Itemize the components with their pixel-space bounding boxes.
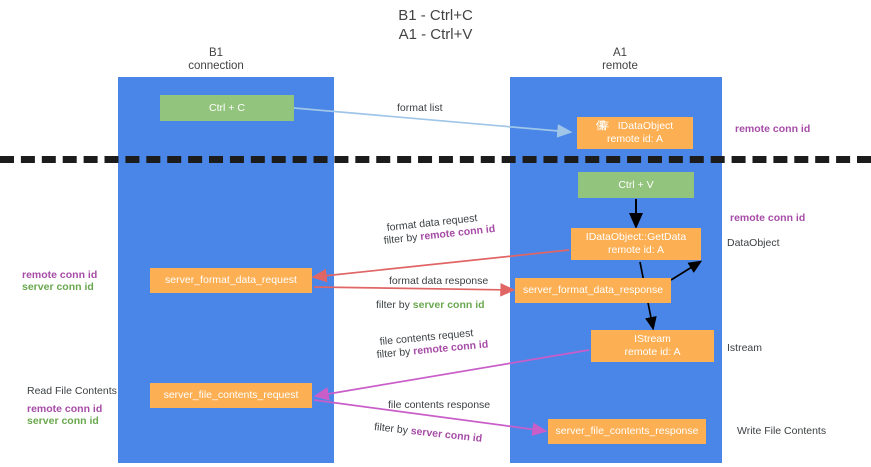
arrow-format-list	[293, 107, 573, 138]
annotation-left-server-conn-id-2: server conn id	[27, 415, 99, 427]
annotation-left-server-conn-id: server conn id	[22, 281, 94, 293]
node-ctrl-c-label: Ctrl + C	[209, 101, 245, 114]
annotation-read-file-contents: Read File Contents	[27, 385, 117, 397]
column-header-b1-name: B1	[208, 47, 224, 59]
node-idataobject-getdata[interactable]: IDataObject::GetData remote id: A	[571, 228, 701, 260]
node-server-file-contents-response[interactable]: server_file_contents_response	[548, 419, 706, 444]
annotation-write-file-contents: Write File Contents	[737, 425, 827, 437]
filter-prefix: filter by	[383, 231, 421, 247]
annotation-dataobject: DataObject	[727, 237, 780, 249]
annotation-remote-conn-id-top: remote conn id	[735, 123, 811, 135]
node-istream-sub: remote id: A	[624, 346, 681, 358]
node-istream[interactable]: IStream remote id: A	[591, 330, 714, 362]
node-idataobject-name: IDataObject	[617, 120, 674, 132]
page-title-line-1: B1 - Ctrl+C	[398, 7, 473, 24]
node-server-format-data-response-label: server_format_data_response	[522, 284, 664, 296]
page-title: B1 - Ctrl+C A1 - Ctrl+V	[0, 6, 871, 44]
page-title-line-2: A1 - Ctrl+V	[398, 26, 473, 43]
node-server-format-data-request-label: server_format_data_request	[165, 274, 297, 286]
node-ctrl-c[interactable]: Ctrl + C	[160, 95, 294, 121]
column-header-b1-sub: connection	[188, 60, 244, 72]
node-server-file-contents-response-label: server_file_contents_response	[555, 425, 699, 437]
arrow-file-contents-request	[313, 349, 590, 401]
arrow-format-data-response	[313, 283, 516, 297]
node-idataobject[interactable]: 保存保存IDataObject remote id: A	[577, 117, 693, 149]
label-file-contents-response: file contents response	[388, 399, 491, 411]
overlap-glyph-b: 存	[598, 120, 610, 132]
node-ctrl-v-label: Ctrl + V	[618, 178, 654, 191]
node-idataobject-label: 保存保存IDataObject	[595, 120, 674, 133]
column-header-b1: B1 connection	[130, 47, 302, 73]
node-getdata-sub: remote id: A	[607, 244, 665, 256]
column-header-a1-sub: remote	[602, 60, 638, 72]
node-server-format-data-request[interactable]: server_format_data_request	[150, 268, 312, 293]
filter-key-server-conn-id: server conn id	[412, 299, 485, 311]
arrow-file-contents-response	[313, 399, 548, 437]
node-ctrl-v[interactable]: Ctrl + V	[578, 172, 694, 198]
annotation-remote-conn-id-mid: remote conn id	[730, 212, 806, 224]
label-format-data-response-filter: filter by server conn id	[376, 298, 485, 312]
column-header-a1-name: A1	[612, 47, 628, 59]
label-format-data-response: format data response	[389, 275, 489, 287]
filter-prefix: filter by	[376, 299, 413, 311]
node-server-file-contents-request-label: server_file_contents_request	[163, 389, 299, 401]
filter-prefix: filter by	[373, 420, 412, 437]
arrow-format-data-request	[311, 249, 570, 283]
filter-prefix: filter by	[376, 345, 414, 361]
divider-dashed	[0, 156, 871, 163]
arrow-response-to-getdata	[670, 260, 703, 281]
node-getdata-label: IDataObject::GetData	[585, 231, 687, 243]
node-server-format-data-response[interactable]: server_format_data_response	[515, 278, 671, 303]
label-format-list: format list	[397, 102, 443, 114]
node-idataobject-sub: remote id: A	[606, 133, 664, 145]
node-server-file-contents-request[interactable]: server_file_contents_request	[150, 383, 312, 408]
annotation-left-remote-conn-id-2: remote conn id	[27, 403, 103, 415]
annotation-left-remote-conn-id: remote conn id	[22, 269, 98, 281]
node-istream-label: IStream	[634, 333, 671, 345]
column-header-a1: A1 remote	[520, 47, 720, 73]
overlapped-glyphs: 保存保存	[595, 120, 618, 133]
overlap-glyph-a: 保	[595, 120, 607, 132]
annotation-istream: Istream	[727, 342, 763, 354]
